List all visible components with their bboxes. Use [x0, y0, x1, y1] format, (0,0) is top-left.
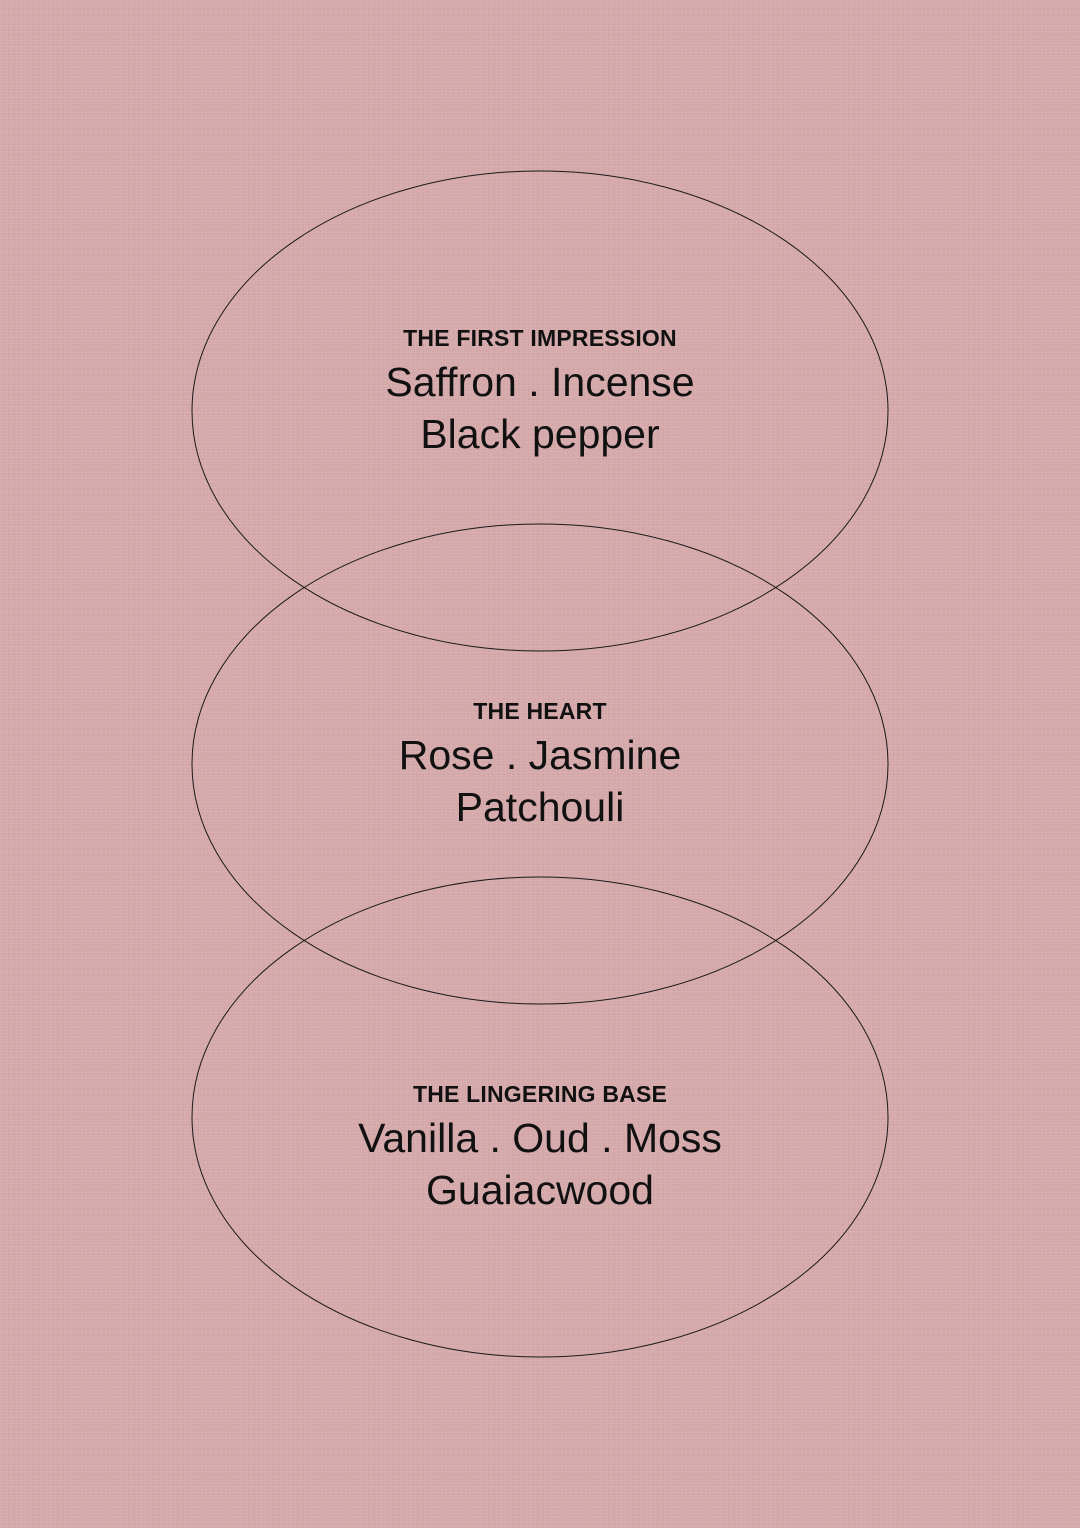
base-notes-ellipse [191, 876, 889, 1358]
heart-notes-heading: THE HEART [473, 698, 607, 724]
heart-notes-line-1: Rose . Jasmine [398, 732, 682, 778]
heart-notes-ellipse [191, 523, 889, 1005]
heart-notes-line-2: Patchouli [455, 784, 625, 830]
top-notes-ellipse [191, 170, 889, 652]
base-notes-line-2: Guaiacwood [426, 1167, 654, 1213]
top-notes-heading: THE FIRST IMPRESSION [403, 325, 677, 351]
base-notes-line-1: Vanilla . Oud . Moss [358, 1115, 722, 1161]
base-notes-group: THE LINGERING BASE Vanilla . Oud . Moss … [0, 1080, 1080, 1216]
top-notes-group: THE FIRST IMPRESSION Saffron . Incense B… [0, 324, 1080, 460]
top-notes-line-1: Saffron . Incense [385, 359, 695, 405]
base-notes-heading: THE LINGERING BASE [412, 1081, 668, 1107]
heart-notes-group: THE HEART Rose . Jasmine Patchouli [0, 697, 1080, 833]
top-notes-line-2: Black pepper [420, 411, 660, 457]
